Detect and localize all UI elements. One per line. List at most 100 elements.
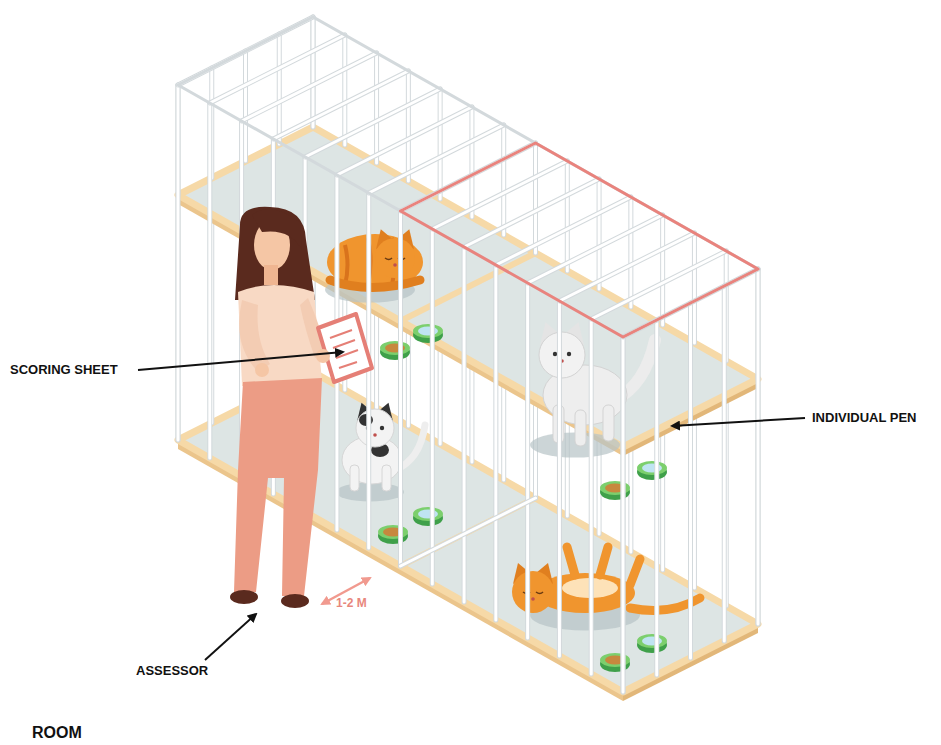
cage-bar <box>439 89 442 199</box>
roof-bar <box>432 161 567 229</box>
leader-line <box>672 418 805 426</box>
cage-bar <box>589 319 594 674</box>
roof-bar <box>432 161 567 229</box>
cage-bar <box>628 197 633 307</box>
callout-label: ASSESSOR <box>136 664 208 678</box>
roof-bar <box>559 233 694 301</box>
cage-bar <box>621 337 626 692</box>
cage-bar <box>494 265 497 620</box>
roof-bar <box>305 89 440 157</box>
roof-bar <box>369 125 504 193</box>
cage-bar <box>312 17 315 127</box>
callout-label: SCORING SHEET <box>10 363 118 377</box>
roof-bar <box>242 53 377 121</box>
cage-bar <box>723 286 726 641</box>
bowl <box>380 341 410 355</box>
cage-bar <box>430 229 435 584</box>
cage-bar <box>654 320 659 675</box>
roof-bar <box>559 233 694 301</box>
roof-bar <box>464 179 599 247</box>
pen-highlight <box>401 143 759 337</box>
cat-eye <box>380 426 384 430</box>
cat-leg <box>575 410 586 446</box>
roof-bar <box>528 215 663 283</box>
cage-bar <box>629 197 632 307</box>
roof-bar <box>496 197 631 265</box>
cat-nose <box>373 433 377 437</box>
cage-bar <box>621 337 626 692</box>
roof-bar <box>464 179 599 247</box>
cage-bar <box>342 35 347 145</box>
cat-head <box>375 238 415 278</box>
cage-bar <box>688 303 693 658</box>
cage-bar <box>462 247 467 602</box>
cage-bar <box>469 107 474 217</box>
roof-bar <box>210 35 345 103</box>
roof-bar <box>337 107 472 175</box>
hand <box>255 363 269 377</box>
cage-bar <box>438 89 443 199</box>
roof-bar <box>242 53 377 121</box>
cage-bar <box>693 233 696 343</box>
bowl-water <box>418 510 438 519</box>
cage-bar <box>558 301 561 656</box>
cage-bar <box>493 265 498 620</box>
cat-leg <box>567 547 640 585</box>
cage-bar <box>406 71 411 181</box>
cage-bar <box>526 283 529 638</box>
dimension-label: 1-2 M <box>336 597 367 610</box>
cat-leg <box>603 405 614 441</box>
cage-bar <box>278 34 281 144</box>
cage-bar <box>312 17 315 127</box>
leader-line <box>138 352 343 370</box>
cage-bar <box>525 283 530 638</box>
cage-bar <box>398 211 403 566</box>
roof-bar <box>591 251 726 319</box>
cat-head <box>356 409 394 447</box>
cat-head <box>539 332 585 378</box>
cat-head <box>512 571 554 613</box>
room-label: ROOM <box>32 724 82 742</box>
cage-bar <box>565 161 570 271</box>
cage-bar <box>660 215 665 325</box>
cage-bar <box>401 498 536 566</box>
cat-leg <box>350 465 359 491</box>
bowl <box>637 461 667 475</box>
cage-bar <box>244 51 247 161</box>
cage-bar <box>401 498 536 566</box>
hair <box>252 209 302 250</box>
roof-bar <box>210 35 345 103</box>
cat-eye <box>553 352 557 356</box>
hand <box>316 349 330 363</box>
cage-bar <box>502 125 505 235</box>
cage-bar <box>470 107 473 217</box>
bowl <box>378 525 408 539</box>
roof-bar <box>273 71 408 139</box>
roof-bar <box>528 215 663 283</box>
cage-bar <box>343 35 346 145</box>
cage-bar <box>533 143 538 253</box>
clipboard <box>318 314 372 382</box>
cage-bar <box>622 337 625 692</box>
bowl <box>413 324 443 338</box>
cage-bar <box>661 215 664 325</box>
cage-bar <box>757 269 760 624</box>
cage-bar <box>598 179 601 289</box>
bowl <box>637 634 667 648</box>
cage-bar <box>689 303 692 658</box>
bowl <box>413 507 443 521</box>
cage-bar <box>311 17 316 127</box>
cage-bar <box>177 85 180 440</box>
cage-bar <box>597 179 602 289</box>
cage-bar <box>375 53 378 163</box>
neck <box>264 265 278 285</box>
leader-line <box>205 614 256 660</box>
cage-bar <box>463 247 466 602</box>
cage-bar <box>207 103 212 458</box>
cat-nose <box>393 263 397 267</box>
callout-label: INDIVIDUAL PEN <box>812 411 917 425</box>
cage-bar <box>655 320 658 675</box>
cage-bar <box>311 17 316 127</box>
cage-bar <box>722 286 727 641</box>
